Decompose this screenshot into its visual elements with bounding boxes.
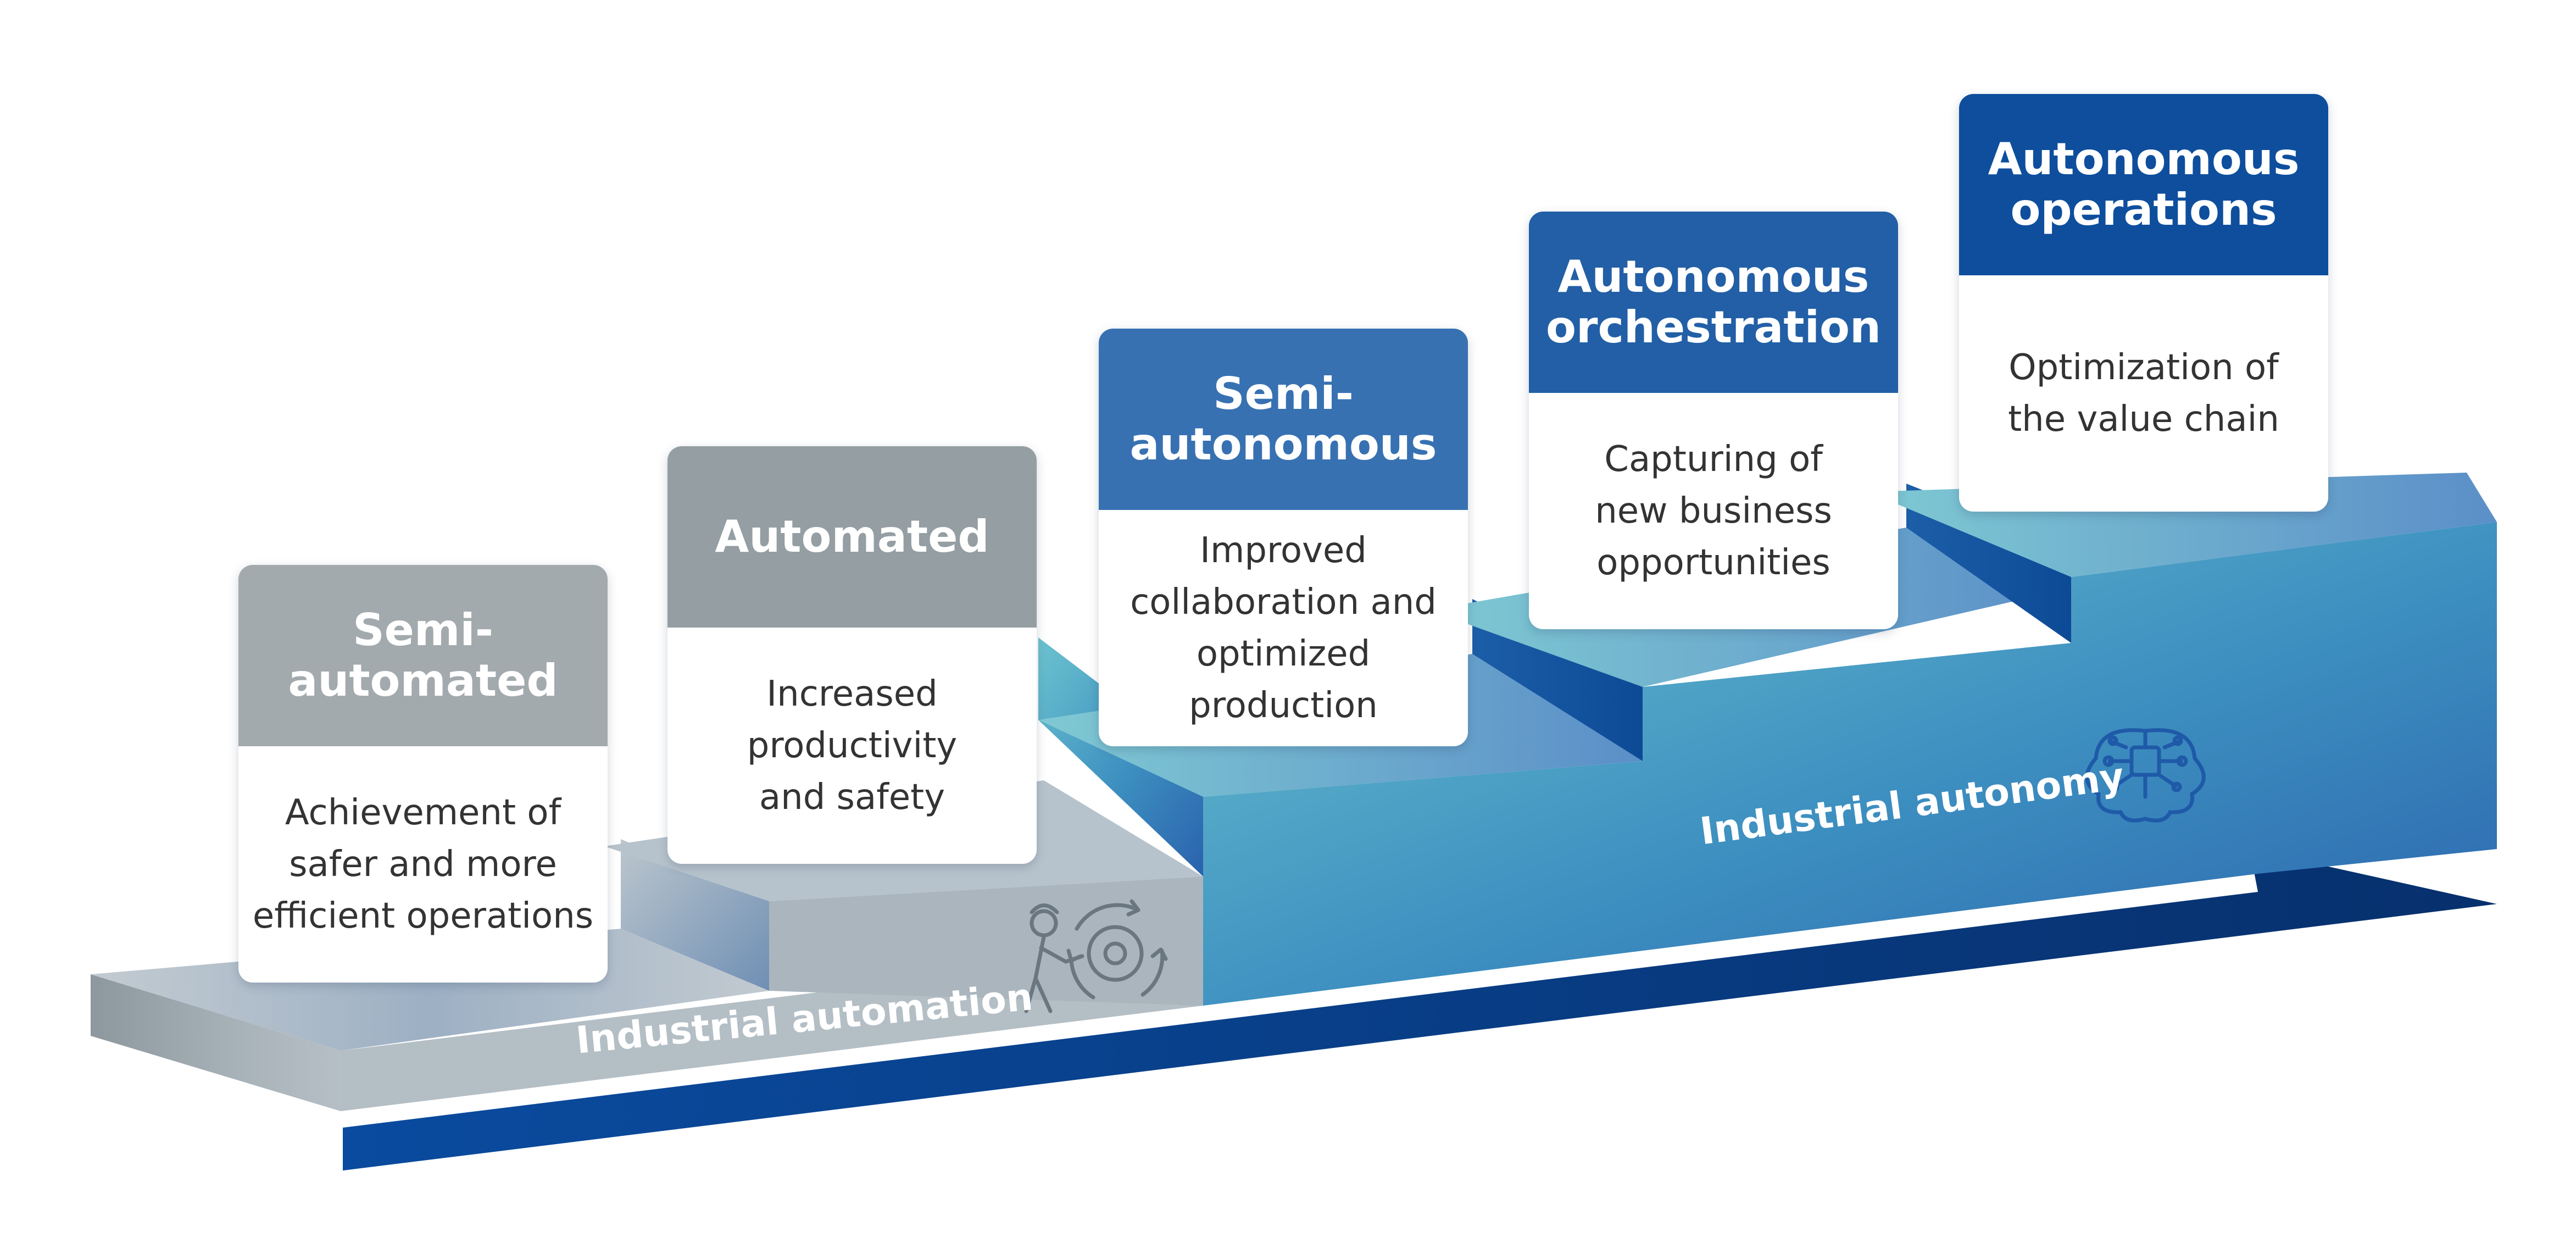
stage-title: Semi- autonomous bbox=[1099, 329, 1468, 510]
worker-gear-icon bbox=[1024, 899, 1168, 1013]
stage-card-autonomous-operations: Autonomous operations Optimization of th… bbox=[1959, 94, 2328, 512]
stage-description: Increased productivity and safety bbox=[747, 674, 958, 818]
stage-title: Automated bbox=[667, 446, 1037, 628]
stage-card-semi-autonomous: Semi- autonomous Improved collaboration … bbox=[1099, 329, 1468, 746]
automation-step-2-riser bbox=[621, 839, 769, 991]
brain-chip-icon bbox=[2085, 728, 2206, 823]
stage-description: Capturing of new business opportunities bbox=[1595, 439, 1832, 583]
progress-arrow bbox=[343, 849, 2497, 1171]
autonomy-front-face bbox=[1203, 522, 2497, 1006]
stage-title: Autonomous operations bbox=[1959, 94, 2328, 275]
stage-description: Improved collaboration and optimized pro… bbox=[1130, 530, 1437, 726]
stage-description: Optimization of the value chain bbox=[2008, 347, 2279, 440]
stage-card-automated: Automated Increased productivity and saf… bbox=[667, 446, 1037, 864]
stage-title: Autonomous orchestration bbox=[1529, 212, 1898, 393]
stage-title: Semi- automated bbox=[238, 565, 608, 746]
automation-step-1-front bbox=[91, 974, 341, 1111]
stage-card-autonomous-orchestration: Autonomous orchestration Capturing of ne… bbox=[1529, 212, 1898, 629]
stage-description: Achievement of safer and more efficient … bbox=[252, 792, 594, 936]
stage-card-semi-automated: Semi- automated Achievement of safer and… bbox=[238, 565, 608, 983]
